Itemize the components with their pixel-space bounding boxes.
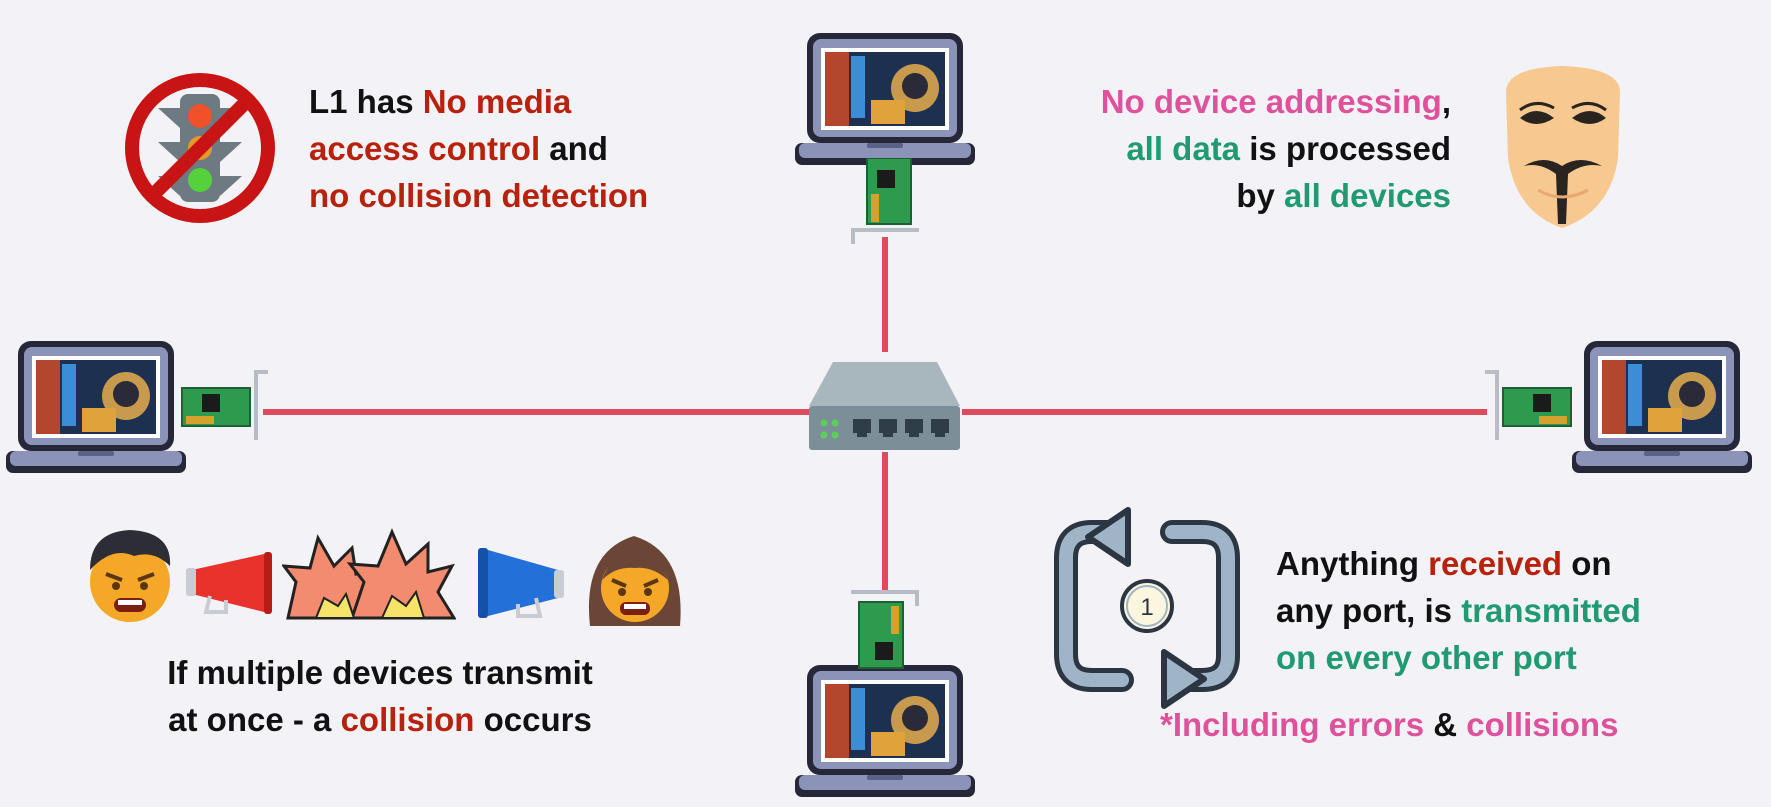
laptop-right: [1572, 341, 1752, 473]
blue-megaphone-icon: [478, 548, 564, 618]
hub-port: [879, 419, 897, 437]
red-megaphone-icon: [186, 552, 272, 614]
repeat-footnote: *Including errors & collisions: [1160, 706, 1619, 743]
hub: [809, 362, 960, 450]
hub-led: [820, 431, 828, 439]
hub-led: [831, 431, 839, 439]
network-card-right: [1485, 370, 1572, 440]
media-access-note: L1 has No media access control and no co…: [309, 83, 649, 214]
addressing-note: No device addressing, all data is proces…: [1100, 83, 1451, 214]
anonymous-mask-icon: [1506, 66, 1620, 228]
laptop-top: [795, 33, 975, 165]
network-card-bottom: [851, 590, 919, 669]
hub-led: [831, 419, 839, 427]
angry-woman-icon: [588, 536, 681, 626]
hub-port: [905, 419, 923, 437]
hub-led: [820, 419, 828, 427]
laptop-bottom: [795, 665, 975, 797]
network-card-left: [181, 370, 268, 440]
cycle-badge: [1120, 579, 1174, 633]
repeat-cycle-icon: 1: [1054, 507, 1240, 709]
laptop-left: [6, 341, 186, 473]
hub-port: [853, 419, 871, 437]
cycle-badge-label: 1: [1140, 594, 1153, 621]
collision-note: If multiple devices transmit at once - a…: [167, 654, 593, 738]
explosion-icon: [282, 528, 456, 620]
no-traffic-light-icon: [125, 73, 275, 223]
angry-man-icon: [90, 530, 171, 622]
repeat-note: Anything received on any port, is transm…: [1276, 545, 1641, 676]
network-card-top: [851, 158, 919, 244]
hub-port: [931, 419, 949, 437]
